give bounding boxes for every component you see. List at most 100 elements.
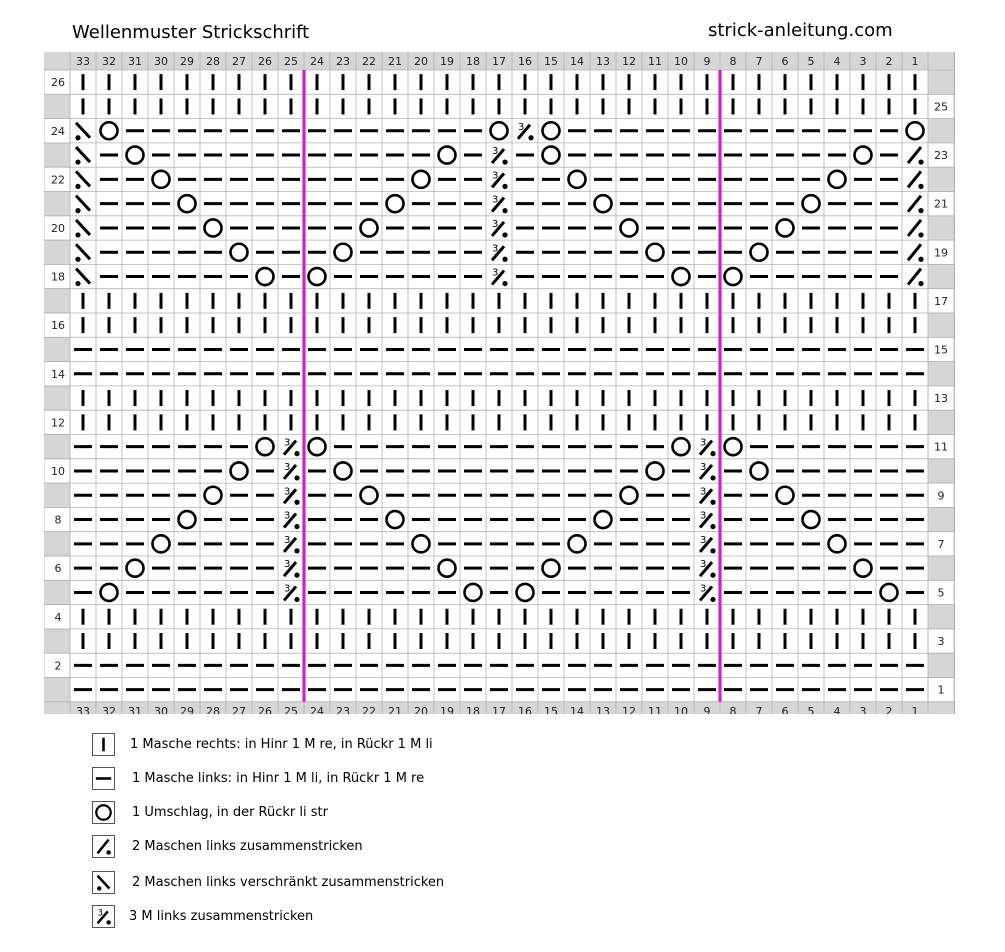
yarn-over (827, 169, 847, 190)
svg-text:3: 3 (700, 438, 706, 449)
row-number: 9 (938, 489, 945, 502)
row-number-cell (44, 507, 71, 532)
p3tog-stitch: 3 (490, 219, 508, 238)
svg-text:3: 3 (492, 268, 498, 279)
p2tog-tbl-stitch (74, 146, 92, 165)
row-number: 12 (51, 416, 65, 429)
p3tog-stitch: 3 (698, 559, 716, 578)
column-number-bottom: 19 (440, 705, 454, 714)
yarn-over (905, 120, 925, 141)
p2tog-stitch (96, 838, 111, 855)
p2tog-stitch (906, 170, 924, 189)
row-number: 21 (934, 198, 948, 211)
row-number: 15 (934, 343, 948, 356)
column-number-bottom: 25 (284, 705, 298, 714)
yarn-over (515, 582, 535, 603)
column-number-bottom: 12 (622, 705, 636, 714)
top-number-band (44, 52, 954, 70)
row-number: 6 (55, 562, 62, 575)
yarn-over (411, 534, 431, 554)
legend-text: 2 Maschen links verschränkt zusammenstri… (132, 875, 445, 890)
row-number-cell (927, 628, 955, 654)
column-number-top: 11 (648, 55, 662, 68)
yarn-over (827, 534, 847, 554)
knitting-chart: 3333323231313030292928282727262625252424… (44, 52, 955, 714)
p2tog-tbl-stitch (74, 121, 92, 141)
p2tog-tbl-stitch (74, 267, 92, 287)
yarn-over (99, 120, 119, 141)
yarn-over (645, 461, 665, 481)
chart-frame (44, 52, 955, 714)
yarn-over (177, 193, 197, 214)
svg-text:3: 3 (492, 195, 498, 206)
yarn-over (853, 558, 873, 578)
p2tog-stitch (906, 267, 924, 287)
column-number-bottom: 2 (886, 705, 893, 714)
yarn-over (203, 485, 223, 506)
svg-text:3: 3 (284, 486, 290, 497)
row-number-cell (44, 555, 71, 581)
column-number-bottom: 11 (648, 705, 662, 714)
p3tog-stitch: 3 (282, 462, 300, 481)
column-number-bottom: 22 (362, 705, 376, 714)
yarn-over (541, 120, 561, 141)
row-number-cell (927, 93, 955, 119)
legend-item: 1 Umschlag, in der Rückr li str (92, 801, 592, 827)
p3tog-stitch: 3 (282, 583, 300, 603)
svg-text:3: 3 (492, 243, 498, 254)
yarn-over (333, 242, 353, 263)
column-number-bottom: 26 (258, 705, 272, 714)
row-number: 18 (51, 271, 65, 284)
yarn-over (255, 266, 275, 287)
column-number-bottom: 8 (730, 705, 737, 714)
yarn-over (177, 509, 197, 530)
column-number-bottom: 29 (180, 705, 194, 714)
yarn-over (203, 218, 223, 238)
yarn-over (879, 582, 899, 603)
column-number-bottom: 13 (596, 705, 610, 714)
row-number: 24 (51, 125, 65, 138)
column-number-bottom: 28 (206, 705, 220, 714)
yarn-over (775, 485, 795, 506)
p3tog-stitch: 3 (698, 486, 716, 505)
column-number-top: 28 (206, 55, 220, 68)
column-number-top: 7 (756, 55, 763, 68)
row-number: 2 (55, 659, 62, 672)
svg-text:3: 3 (492, 170, 498, 181)
column-number-top: 9 (704, 55, 711, 68)
row-number: 7 (938, 538, 945, 551)
p3tog-stitch: 3 (698, 583, 716, 603)
yarn-over (593, 509, 613, 530)
column-number-top: 5 (808, 55, 815, 68)
yarn-over (671, 436, 691, 457)
yarn-over (99, 582, 119, 603)
column-number-bottom: 27 (232, 705, 246, 714)
p3tog-stitch: 3 (490, 243, 508, 262)
column-number-bottom: 14 (570, 705, 584, 714)
yarn-over (489, 120, 509, 141)
yarn-over (359, 218, 379, 238)
column-number-top: 29 (180, 55, 194, 68)
column-number-top: 12 (622, 55, 636, 68)
column-number-bottom: 31 (128, 705, 142, 714)
grid-lines (44, 52, 954, 714)
p3tog-stitch: 3 (282, 535, 300, 554)
legend-text: 1 Masche rechts: in Hinr 1 M re, in Rück… (130, 737, 433, 752)
legend-symbol-purl-icon (92, 767, 115, 790)
p3tog-stitch: 3 (282, 438, 300, 457)
yarn-over (151, 534, 171, 554)
row-number-cell (927, 336, 955, 362)
legend-item: 2 Maschen links zusammenstricken (92, 835, 592, 861)
column-number-bottom: 9 (704, 705, 711, 714)
column-number-top: 27 (232, 55, 246, 68)
row-number: 25 (934, 100, 948, 113)
row-number-cell (44, 361, 71, 387)
column-number-top: 10 (674, 55, 688, 68)
legend-symbol-knit-icon (92, 733, 115, 756)
row-number: 14 (51, 368, 65, 381)
yarn-over (255, 436, 275, 457)
column-number-top: 15 (544, 55, 558, 68)
svg-text:3: 3 (700, 583, 706, 594)
svg-text:3: 3 (284, 438, 290, 449)
column-number-bottom: 4 (834, 705, 841, 714)
